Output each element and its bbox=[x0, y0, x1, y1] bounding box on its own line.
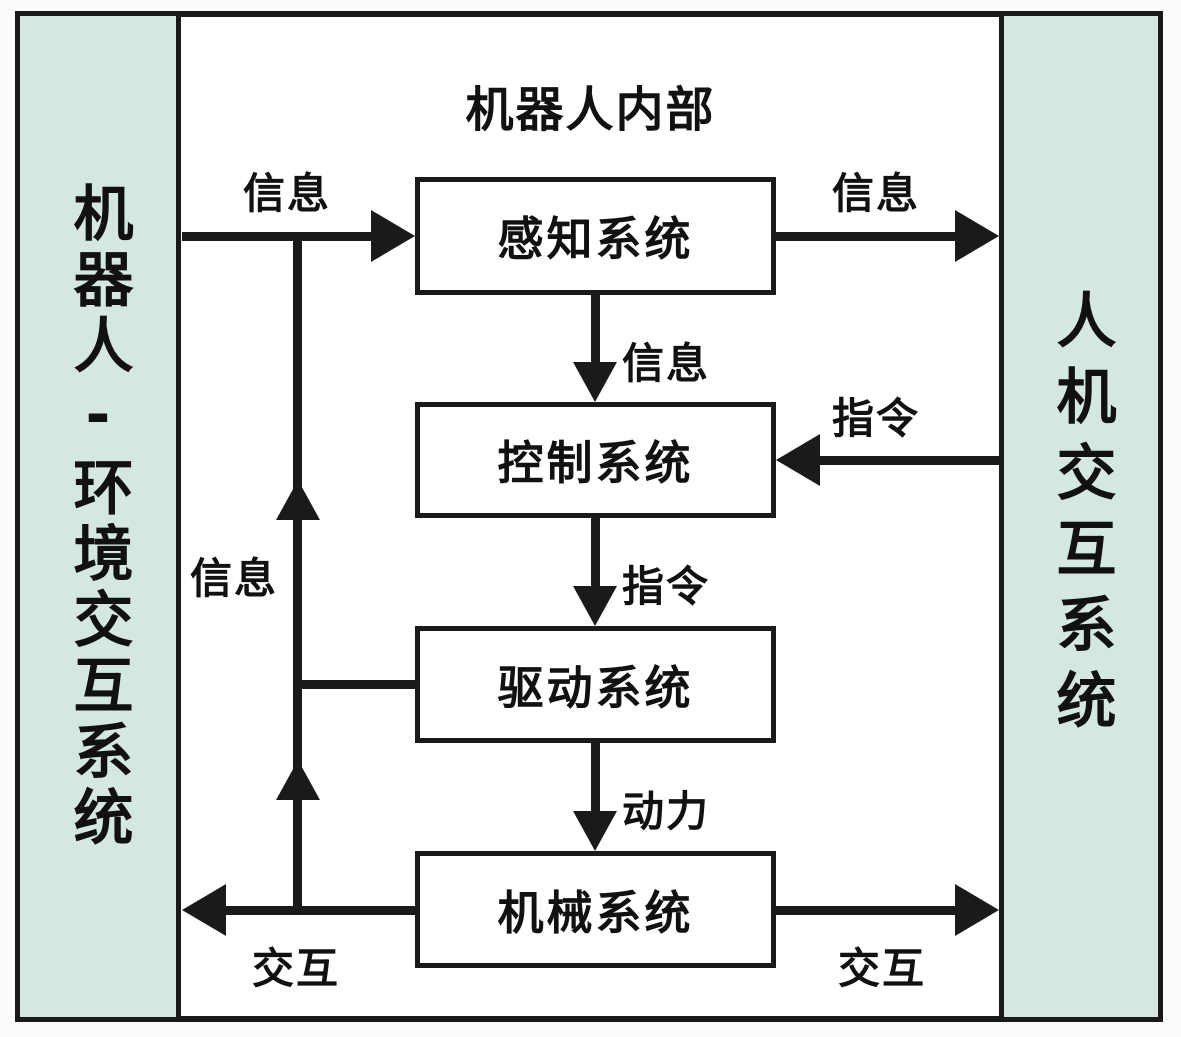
edge-control-to-drive-arrowhead bbox=[573, 586, 617, 626]
box-control-label: 控制系统 bbox=[497, 436, 694, 490]
edge-perception-to-hri-line bbox=[776, 232, 956, 241]
feedback-bus-arrowhead-lower bbox=[276, 760, 320, 800]
edge-hri-to-control-line bbox=[820, 456, 1000, 465]
label-hri-to-control: 指令 bbox=[832, 394, 921, 443]
edge-mechanical-to-env-line bbox=[226, 906, 417, 915]
left-panel-label: 机器人-环境交互系统 bbox=[63, 181, 133, 852]
right-panel-label: 人机交互系统 bbox=[1046, 288, 1116, 745]
edge-hri-to-control-arrowhead bbox=[776, 434, 820, 486]
edge-mechanical-to-env-arrowhead bbox=[182, 884, 226, 936]
label-feedback-info: 信息 bbox=[190, 554, 279, 603]
label-perception-to-control: 信息 bbox=[622, 339, 711, 388]
box-mechanical-system[interactable]: 机械系统 bbox=[415, 851, 776, 968]
label-perception-to-hri: 信息 bbox=[832, 169, 921, 218]
edge-env-to-perception-arrowhead bbox=[371, 210, 415, 262]
label-control-to-drive: 指令 bbox=[622, 562, 711, 611]
box-mechanical-label: 机械系统 bbox=[497, 885, 694, 940]
label-mechanical-to-env: 交互 bbox=[252, 944, 341, 993]
edge-drive-to-mechanical-line bbox=[591, 743, 600, 815]
box-control-system[interactable]: 控制系统 bbox=[415, 402, 776, 518]
edge-control-to-drive-line bbox=[591, 518, 600, 591]
diagram-title: 机器人内部 bbox=[465, 82, 716, 138]
edge-drive-to-mechanical-arrowhead bbox=[573, 811, 617, 851]
label-env-to-perception: 信息 bbox=[243, 169, 332, 218]
box-perception-system[interactable]: 感知系统 bbox=[415, 177, 776, 295]
panel-robot-environment-interaction: 机器人-环境交互系统 bbox=[15, 11, 181, 1022]
feedback-bus-arrowhead-upper bbox=[276, 480, 320, 520]
panel-human-robot-interaction: 人机交互系统 bbox=[999, 11, 1163, 1022]
label-mechanical-to-hri: 交互 bbox=[838, 944, 927, 993]
label-drive-to-mechanical: 动力 bbox=[622, 787, 711, 836]
edge-mechanical-to-hri-arrowhead bbox=[955, 884, 999, 936]
edge-perception-to-hri-arrowhead bbox=[955, 210, 999, 262]
edge-env-to-perception-line bbox=[182, 232, 372, 241]
box-drive-system[interactable]: 驱动系统 bbox=[415, 626, 776, 743]
edge-drive-to-feedback-branch bbox=[297, 680, 417, 689]
edge-perception-to-control-arrowhead bbox=[573, 362, 617, 402]
edge-perception-to-control-line bbox=[591, 295, 600, 367]
box-drive-label: 驱动系统 bbox=[497, 660, 694, 715]
box-perception-label: 感知系统 bbox=[497, 212, 694, 266]
feedback-bus-trunk bbox=[293, 232, 302, 910]
edge-mechanical-to-hri-line bbox=[776, 906, 956, 915]
